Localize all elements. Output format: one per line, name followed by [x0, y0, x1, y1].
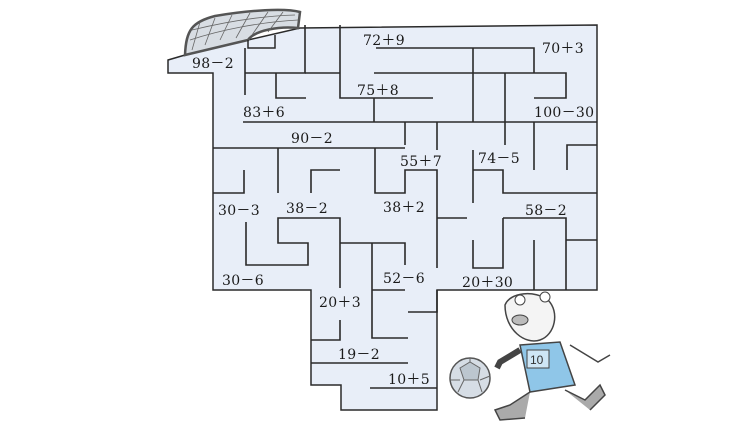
- maze-cell-expression: 75＋8: [357, 83, 399, 99]
- maze-cell-expression: 74－5: [478, 151, 520, 167]
- maze-cell-expression: 98－2: [192, 56, 234, 72]
- maze-cell-expression: 83＋6: [243, 105, 285, 121]
- maze-cell-expression: 52－6: [383, 271, 425, 287]
- maze-cell-expression: 38－2: [286, 201, 328, 217]
- jersey-number: 10: [530, 353, 544, 367]
- maze-cell-expression: 30－6: [222, 273, 264, 289]
- maze-cell-expression: 58－2: [525, 203, 567, 219]
- maze-cell-expression: 90－2: [291, 131, 333, 147]
- maze-cell-expression: 55＋7: [400, 154, 442, 170]
- goal-net-icon: [183, 8, 302, 57]
- maze-cell-expression: 10＋5: [388, 372, 430, 388]
- soccer-ball-icon: [449, 357, 491, 399]
- maze-cell-expression: 100－30: [534, 105, 595, 121]
- maze-cell-expression: 20＋3: [319, 295, 361, 311]
- maze-walls: [213, 25, 597, 389]
- maze-cell-expression: 38＋2: [383, 200, 425, 216]
- maze-cell-expression: 30－3: [218, 203, 260, 219]
- maze-cell-expression: 72＋9: [363, 33, 405, 49]
- maze-cell-expression: 20＋30: [462, 275, 514, 291]
- maze-cell-expression: 70＋3: [542, 41, 584, 57]
- tiger-mascot-illustration: 10: [493, 291, 611, 421]
- maze-cell-expression: 19－2: [338, 347, 380, 363]
